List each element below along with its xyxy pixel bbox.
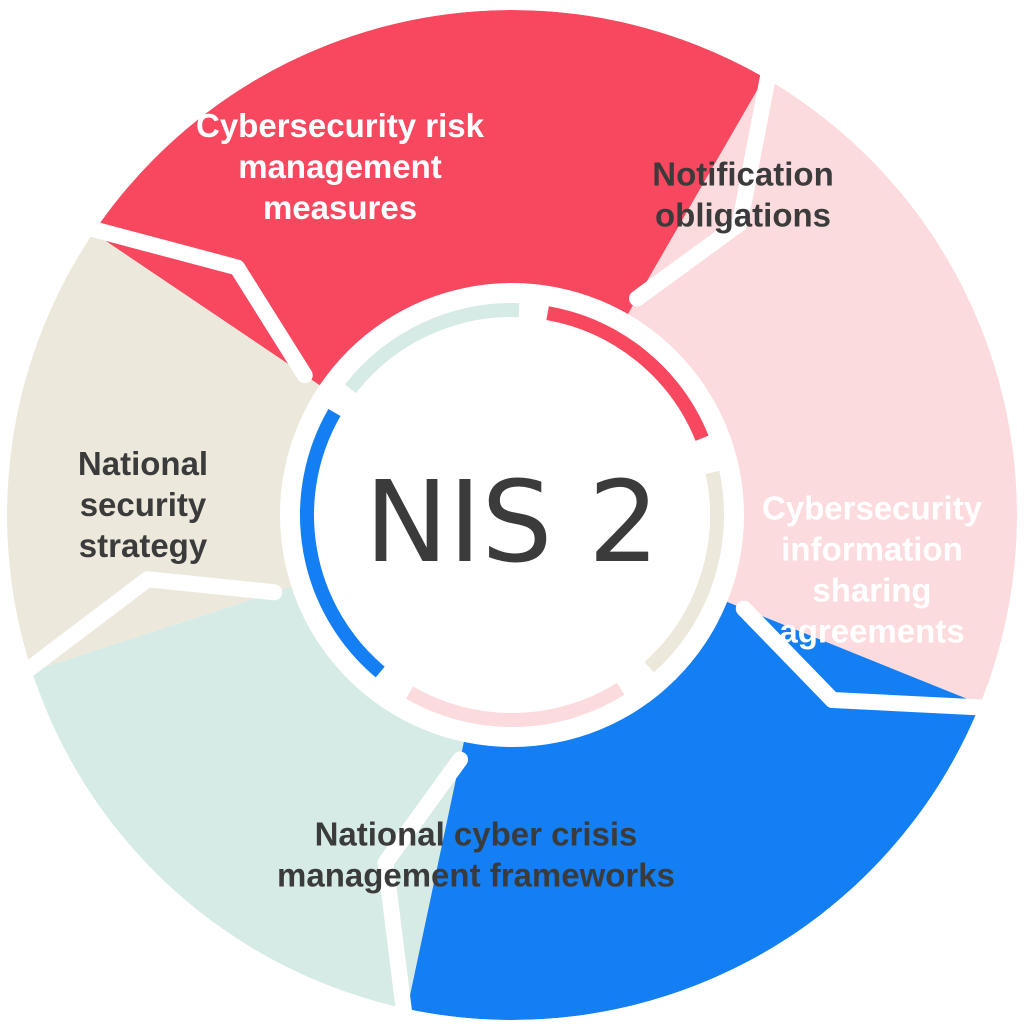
segment-label-line: obligations xyxy=(655,197,831,234)
segment-separator xyxy=(14,571,283,683)
segment-separator xyxy=(629,61,778,307)
ring-pink-arc xyxy=(406,682,625,727)
segment-separator xyxy=(77,219,313,384)
inner-ring xyxy=(299,303,724,727)
segment-label-sharing: Cybersecurity information sharing agreement… xyxy=(762,490,983,650)
center-title: NIS 2 xyxy=(365,458,660,588)
segment-separator xyxy=(735,600,998,716)
ring-red-arc xyxy=(546,306,709,441)
segment-label-line: National cyber crisis xyxy=(315,816,638,853)
segment-label-line: information xyxy=(781,531,962,568)
ring-mint-arc xyxy=(344,303,520,394)
segment-label-line: Cybersecurity xyxy=(762,490,983,527)
segment-label-line: management frameworks xyxy=(277,857,675,894)
segment-label-line: Cybersecurity risk xyxy=(196,107,485,144)
segment-label-line: management xyxy=(238,148,442,185)
segment-label-line: National xyxy=(78,445,208,482)
segment-label-line: Notification xyxy=(652,156,833,193)
segment-separator xyxy=(377,751,469,1024)
segment-strategy xyxy=(7,232,338,672)
center-disc xyxy=(316,319,708,711)
segment-label-line: security xyxy=(80,486,207,523)
segment-label-strategy: National security strategy xyxy=(78,445,208,564)
segment-label-line: measures xyxy=(263,189,417,226)
segment-label-line: agreements xyxy=(779,613,964,650)
ring-beige-arc xyxy=(644,470,724,673)
segment-label-notification: Notification obligations xyxy=(652,156,833,234)
segment-label-line: sharing xyxy=(812,572,931,609)
labels-layer: Cybersecurity risk management measures Noti… xyxy=(78,107,983,894)
ring-blue-arc xyxy=(299,409,385,678)
segment-label-line: strategy xyxy=(79,527,208,564)
segment-label-crisis: National cyber crisis management framewor… xyxy=(277,816,675,894)
segment-label-risk: Cybersecurity risk management measures xyxy=(196,107,485,226)
